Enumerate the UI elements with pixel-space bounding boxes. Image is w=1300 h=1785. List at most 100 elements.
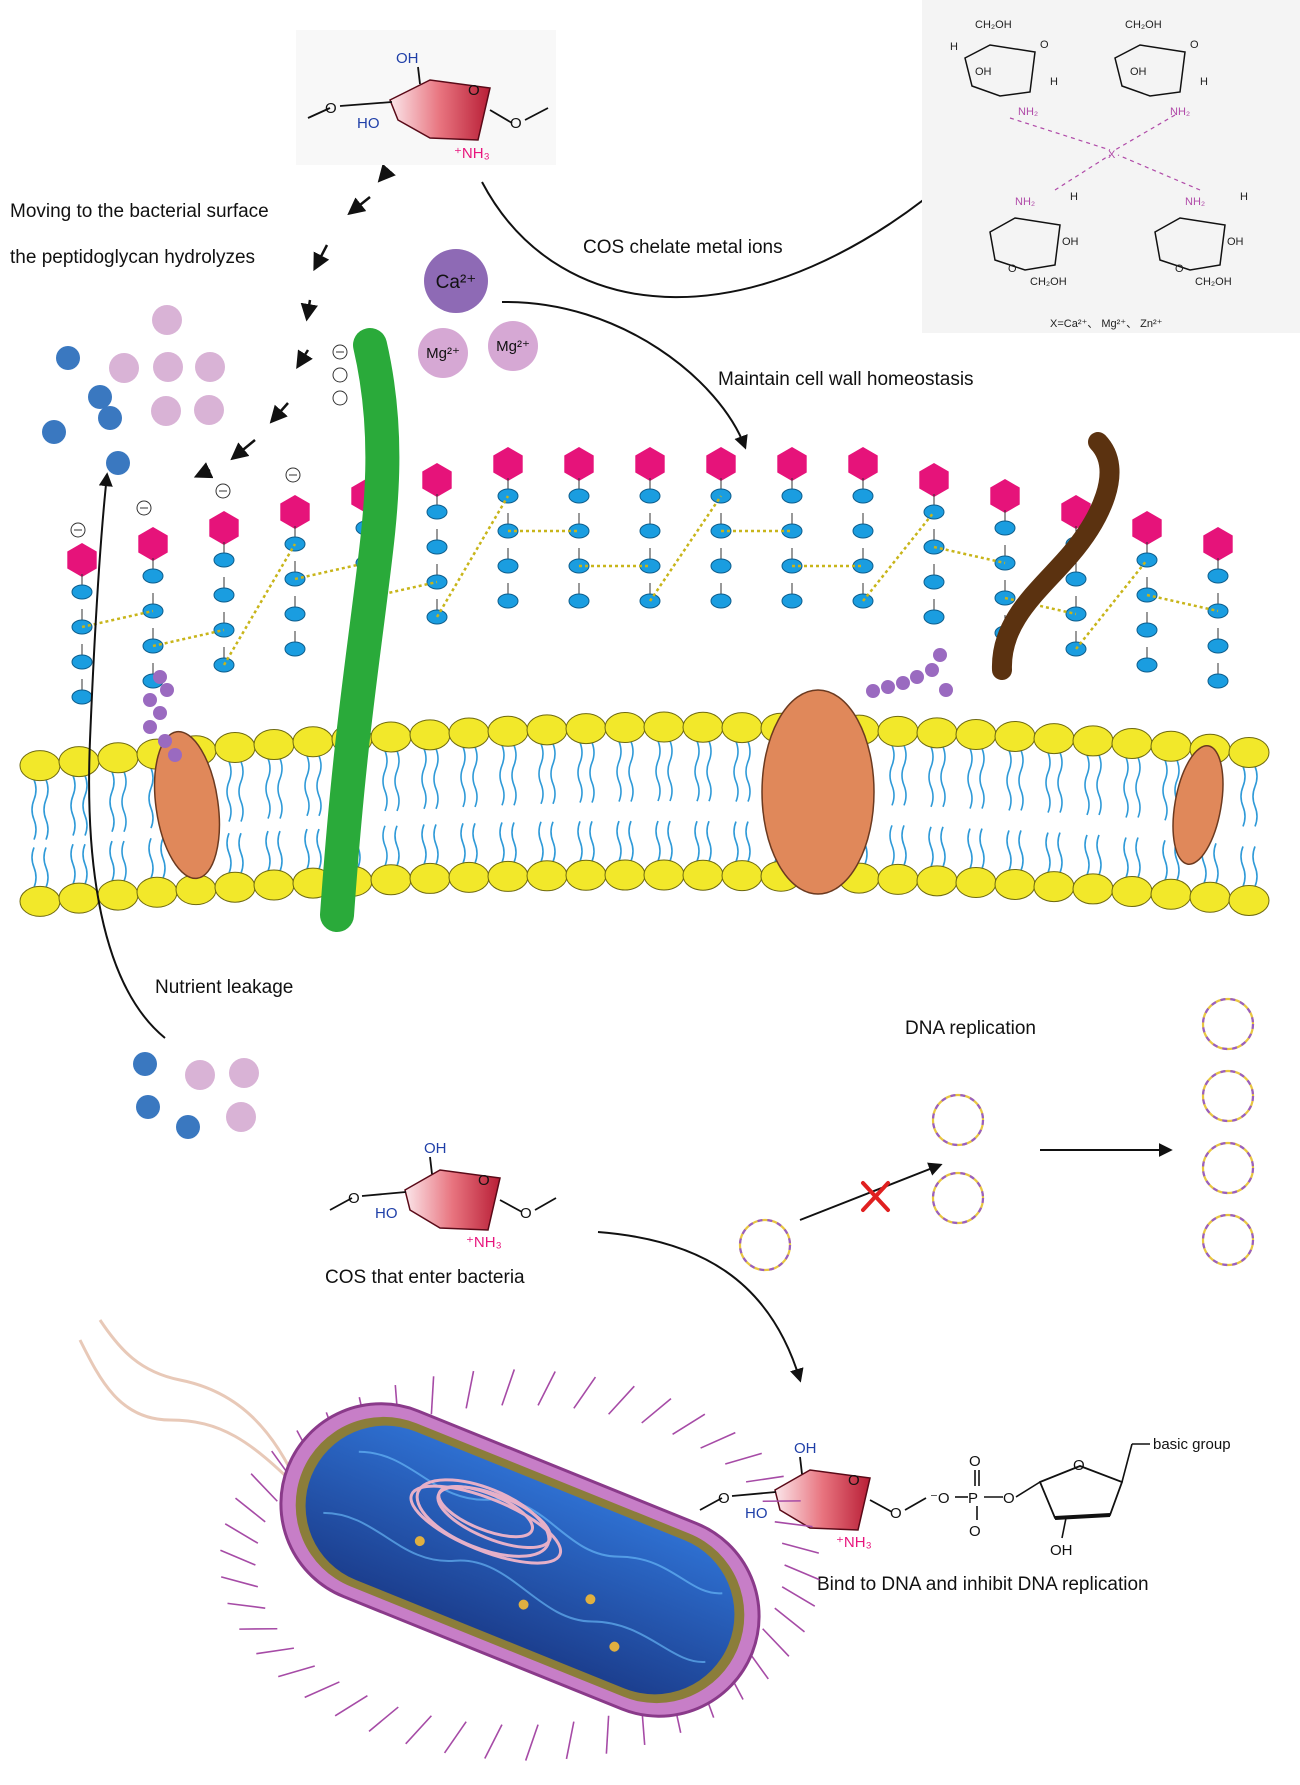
lipid-tail [43, 847, 49, 888]
negative-charges [70, 344, 348, 538]
peptide-crosslink [648, 495, 723, 602]
glycan-bead [639, 488, 661, 504]
dna-plasmid [738, 1218, 792, 1272]
label-bind-dna: Bind to DNA and inhibit DNA replication [817, 1574, 1149, 1595]
cos-top-o-ring: O [468, 82, 480, 99]
dna-strand-a [1201, 1141, 1255, 1195]
lipid-tail [979, 828, 985, 869]
lipid-tail [277, 758, 283, 819]
arrow-maintain-wall [501, 300, 748, 450]
peptide-crosslink [152, 628, 225, 648]
dna-strand-a [1201, 1069, 1255, 1123]
lipid-tail [1162, 759, 1168, 821]
peptidoglycan-hexagon [209, 511, 239, 545]
lipid-tail [460, 823, 466, 864]
lipid-head-inner [136, 876, 178, 908]
pilus [784, 1564, 820, 1581]
chelate-nh2-2: NH₂ [1170, 106, 1190, 118]
basic-group-label: basic group [1153, 1436, 1231, 1453]
lipid-head-inner [1033, 871, 1075, 903]
lipid-head-outer [604, 712, 646, 744]
lipid-head-outer [1072, 725, 1114, 757]
peptidoglycan-hexagon [919, 463, 949, 497]
lipid-head-outer [214, 732, 256, 764]
lipid-head-inner [526, 860, 568, 892]
mg-ion-1-label: Mg²⁺ [426, 345, 460, 362]
label-maintain: Maintain cell wall homeostasis [718, 369, 974, 390]
dna-strand-b [931, 1171, 985, 1225]
pilus [334, 1695, 368, 1717]
lipid-tails [31, 740, 1258, 888]
cos-bind-oh: OH [794, 1440, 817, 1457]
dna-plasmids [738, 997, 1255, 1272]
lipid-tail [745, 741, 751, 802]
membrane-protein-left [153, 730, 221, 880]
lipid-tail [1096, 754, 1102, 816]
cos-bind-ho: HO [745, 1505, 768, 1522]
lipid-head-outer [370, 721, 412, 753]
lipid-tail [304, 755, 310, 817]
lipid-tail [1123, 837, 1129, 878]
glycan-bead [1207, 673, 1229, 689]
peptidoglycan-hexagon [422, 463, 452, 497]
glycan-bead [426, 504, 448, 520]
peptidoglycan-hexagon [635, 447, 665, 481]
phosphate-o-top: O [969, 1453, 981, 1470]
lipid-head-inner [409, 862, 451, 894]
dna-strand-b [931, 1093, 985, 1147]
pilus [443, 1721, 467, 1754]
lipid-tail [1045, 832, 1051, 873]
lipid-head-outer [955, 719, 997, 751]
lipid-tail [889, 825, 895, 866]
lipid-tail [979, 748, 985, 809]
lipid-tail [1240, 846, 1246, 887]
lipid-tail [589, 742, 595, 803]
chelate-nh2-1: NH₂ [1018, 106, 1038, 118]
label-moving: Moving to the bacterial surface [10, 201, 269, 222]
lipid-tail [694, 820, 700, 862]
lipid-tail [1018, 750, 1024, 811]
pilus [220, 1549, 256, 1566]
chelate-x-note: X=Ca²⁺、 Mg²⁺、 Zn²⁺ [1050, 318, 1163, 330]
peptidoglycan-hexagon [280, 495, 310, 529]
ca-ion: Ca²⁺ [424, 249, 488, 313]
lipid-tail [706, 820, 712, 862]
lipid-head-inner [1072, 873, 1114, 905]
glycan-bead [497, 558, 519, 574]
cos-bind-o-left: O [718, 1490, 730, 1507]
glycan-bead [710, 593, 732, 609]
lipid-tail [421, 748, 427, 810]
peptidoglycan-hexagon [706, 447, 736, 481]
peptide-link-left [143, 670, 182, 762]
lipid-head-outer [448, 717, 490, 749]
lipid-tail [538, 821, 544, 863]
peptidoglycan-layer [67, 447, 1233, 705]
lipid-tail [628, 741, 634, 802]
lipid-tail [499, 744, 505, 806]
lipid-head-inner [916, 865, 958, 897]
glycan-bead [1207, 568, 1229, 584]
lipid-tail [433, 824, 439, 865]
lipid-tail [394, 825, 400, 867]
peptidoglycan-hexagon [493, 447, 523, 481]
chelate-h-3: H [1200, 76, 1208, 88]
lipid-tail [1240, 766, 1246, 827]
lipid-head-inner [487, 860, 529, 892]
lipid-tail [1096, 834, 1102, 876]
lipid-head-outer [1228, 736, 1270, 768]
pilus [430, 1376, 435, 1415]
lipid-tail [967, 828, 973, 869]
lipid-head-outer [643, 711, 685, 743]
dna-strand-a [738, 1218, 792, 1272]
lipid-tail [889, 745, 895, 806]
lipid-head-outer [565, 713, 607, 745]
lipid-head-outer [916, 717, 958, 749]
cos-bind-o-right: O [890, 1505, 902, 1522]
mg-ion-2: Mg²⁺ [488, 321, 538, 371]
pilus [781, 1542, 820, 1554]
lipid-tail [745, 821, 751, 862]
cos-top-o-right: O [510, 115, 522, 132]
glycan-bead [142, 568, 164, 584]
membrane-protein-right [1172, 745, 1224, 865]
